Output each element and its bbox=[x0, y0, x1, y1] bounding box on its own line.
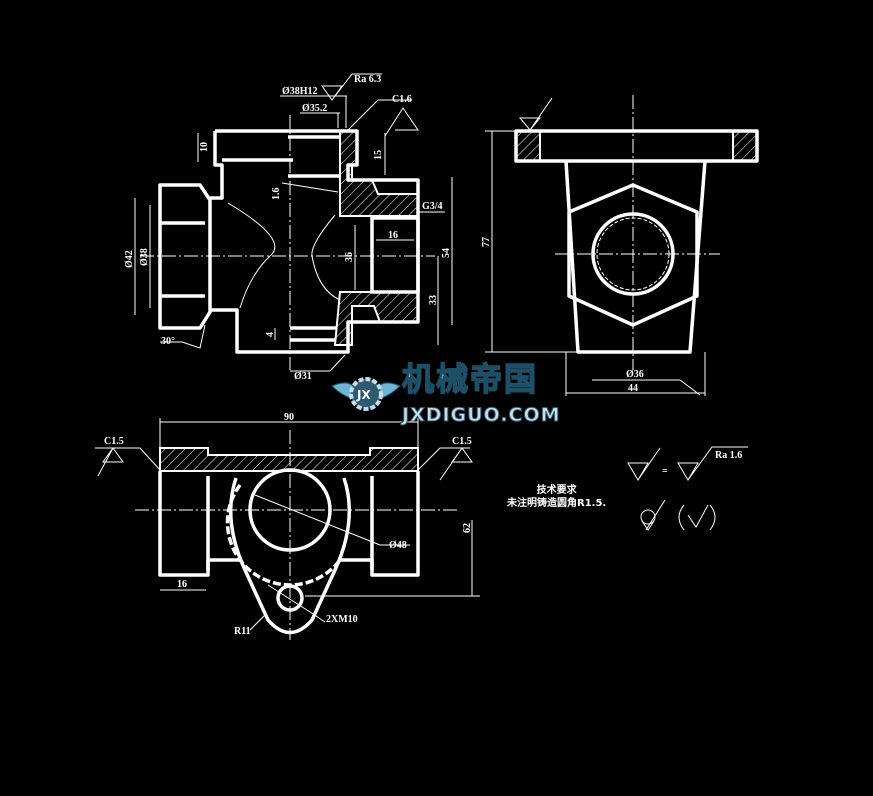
dim-4: 4 bbox=[265, 332, 276, 337]
dim-dia-42: Ø42 bbox=[124, 250, 135, 268]
chamfer-left-label: C1.5 bbox=[104, 436, 124, 447]
dim-r11: R11 bbox=[234, 626, 251, 637]
front-view bbox=[134, 73, 453, 372]
watermark-logo-letters: JX bbox=[356, 388, 371, 402]
dim-36: 36 bbox=[344, 252, 355, 262]
angle-30: 30° bbox=[161, 336, 175, 347]
dim-16-top: 16 bbox=[177, 579, 187, 590]
watermark-cn: 机械帝国 bbox=[401, 359, 539, 399]
thread-label: G3/4 bbox=[422, 201, 443, 212]
dim-dia-38: Ø38 bbox=[139, 248, 150, 266]
dim-77: 77 bbox=[481, 237, 492, 247]
roughness-symbol-icon bbox=[627, 447, 661, 481]
watermark-logo-icon: JX bbox=[331, 377, 401, 411]
roughness-circle-symbol-icon bbox=[645, 499, 666, 531]
dim-54: 54 bbox=[441, 248, 452, 258]
dim-dia-31: Ø31 bbox=[294, 371, 312, 382]
notes-title: 技术要求 bbox=[536, 485, 577, 496]
roughness-legend bbox=[627, 446, 748, 531]
equals-sign: = bbox=[662, 466, 668, 477]
dim-dia-38h12: Ø38H12 bbox=[282, 86, 318, 97]
watermark: JX 机械帝国 JXDIGUO.COM bbox=[330, 359, 590, 432]
roughness-label: Ra 6.3 bbox=[354, 74, 381, 85]
side-view bbox=[485, 95, 759, 396]
chamfer-right-label: C1.5 bbox=[452, 436, 472, 447]
technical-requirements: 技术要求 未注明铸造圆角R1.5. bbox=[507, 484, 606, 510]
roughness-ra-symbol-icon bbox=[677, 446, 748, 481]
dim-dia-35-2: Ø35.2 bbox=[302, 103, 327, 114]
dim-44: 44 bbox=[628, 383, 638, 394]
thread-holes-label: 2XM10 bbox=[326, 614, 358, 625]
roughness-ra-label: Ra 1.6 bbox=[715, 450, 742, 461]
top-view bbox=[95, 418, 480, 640]
dim-16: 16 bbox=[388, 230, 398, 241]
dim-10: 10 bbox=[199, 142, 210, 152]
dim-dia-48: Ø48 bbox=[389, 540, 407, 551]
chamfer-label: C1.6 bbox=[392, 94, 412, 105]
dim-62: 62 bbox=[462, 523, 473, 533]
watermark-en: JXDIGUO.COM bbox=[402, 404, 561, 427]
notes-line-1: 未注明铸造圆角R1.5. bbox=[507, 498, 607, 509]
dim-33: 33 bbox=[428, 295, 439, 305]
dim-dia-36: Ø36 bbox=[626, 369, 644, 380]
dim-15: 15 bbox=[373, 150, 384, 160]
dim-1-6: 1.6 bbox=[271, 188, 282, 201]
dim-90: 90 bbox=[284, 412, 294, 423]
